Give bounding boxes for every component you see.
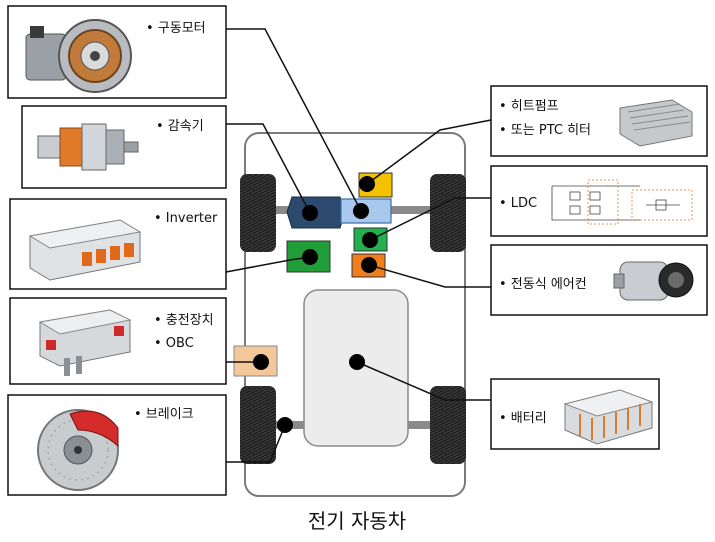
leader-brake	[226, 424, 286, 463]
obc-label-charger: • 충전장치	[154, 313, 214, 328]
callout-inverter: • Inverter	[9, 198, 227, 290]
callout-aircon: • 전동식 에어컨	[490, 244, 708, 316]
dot-reducer	[302, 205, 318, 221]
callout-battery: • 배터리	[490, 378, 660, 450]
brake-disc-icon	[37, 409, 119, 491]
leader-heatpump	[366, 119, 492, 185]
dot-battery	[349, 354, 365, 370]
diagram-caption: 전기 자동차	[308, 509, 406, 533]
callout-motor: • 구동모터	[7, 5, 227, 99]
battery-pack-icon	[563, 389, 654, 445]
callout-brake: • 브레이크	[7, 394, 227, 496]
compressor-icon	[613, 261, 694, 301]
dot-heatpump	[359, 176, 375, 192]
leader-motor	[226, 28, 362, 212]
dot-obc	[253, 354, 269, 370]
onboard-charger-icon	[38, 309, 132, 376]
callout-heatpump: • 히트펌프 • 또는 PTC 히터	[490, 85, 708, 157]
electric-motor-icon	[25, 19, 132, 93]
dot-brake	[277, 417, 293, 433]
callout-reducer: • 감속기	[21, 105, 227, 189]
heatpump-label: • 히트펌프	[499, 99, 559, 114]
inverter-label: • Inverter	[154, 211, 218, 226]
dot-ldc	[362, 232, 378, 248]
obc-label-obc: • OBC	[154, 336, 194, 351]
aircon-label: • 전동식 에어컨	[499, 277, 587, 292]
inverter-block	[286, 240, 331, 273]
ldc-label: • LDC	[499, 196, 537, 211]
ptc-heater-label: • 또는 PTC 히터	[499, 123, 591, 138]
motor-block	[340, 198, 392, 224]
wheel-rear-right	[430, 386, 466, 464]
gear-reducer-icon	[37, 123, 139, 171]
leader-battery	[356, 361, 491, 401]
inverter-unit-icon	[28, 219, 142, 281]
leader-reducer	[226, 123, 311, 214]
brake-label: • 브레이크	[134, 407, 194, 422]
vehicle-outline	[240, 132, 466, 497]
leader-aircon	[368, 264, 491, 288]
wheel-front-left	[240, 174, 276, 252]
motor-label: • 구동모터	[146, 21, 206, 36]
dot-inverter	[302, 249, 318, 265]
leader-ldc	[369, 197, 491, 241]
wheel-rear-left	[240, 386, 276, 464]
callout-ldc: • LDC	[490, 165, 708, 237]
reducer-label: • 감속기	[156, 119, 204, 134]
heater-icon	[619, 99, 693, 147]
dot-motor	[353, 203, 369, 219]
connection-dots	[253, 176, 378, 433]
battery-label: • 배터리	[499, 411, 547, 426]
circuit-diagram-icon	[551, 179, 693, 225]
leader-lines	[225, 28, 492, 463]
callout-obc: • 충전장치 • OBC	[9, 297, 227, 385]
dot-aircon	[361, 257, 377, 273]
wheel-front-right	[430, 174, 466, 252]
